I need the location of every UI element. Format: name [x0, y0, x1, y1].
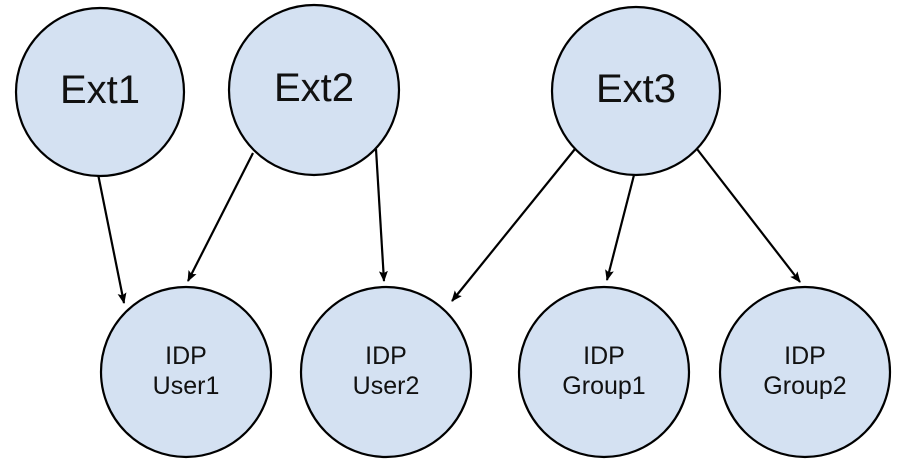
edge-ext1-to-idp-user1 — [96, 173, 127, 304]
node-label-line: User1 — [153, 372, 220, 400]
node-label-ext2: Ext2 — [274, 66, 354, 110]
node-ext2[interactable]: Ext2 — [227, 3, 401, 177]
node-label-line: Group1 — [562, 372, 645, 400]
node-circle-ext3[interactable] — [550, 5, 722, 177]
node-circle-idp-user1[interactable] — [99, 285, 273, 459]
node-label-ext3: Ext3 — [596, 67, 676, 111]
node-label-line: Ext1 — [60, 68, 140, 112]
node-label-line: Ext2 — [274, 66, 354, 110]
edge-ext3-to-idp-user2 — [451, 148, 576, 302]
node-label-line: Ext3 — [596, 67, 676, 111]
edge-ext3-to-idp-group2 — [696, 148, 801, 283]
edge-ext2-to-idp-user2 — [374, 148, 388, 282]
node-circle-idp-user2[interactable] — [299, 285, 473, 459]
node-label-ext1: Ext1 — [60, 68, 140, 112]
node-label-line: IDP — [365, 342, 407, 370]
edges-layer — [96, 148, 801, 304]
node-ext1[interactable]: Ext1 — [14, 6, 186, 178]
node-label-line: User2 — [353, 372, 420, 400]
edge-ext2-to-idp-user1 — [187, 152, 254, 282]
edge-ext3-to-idp-group1 — [605, 174, 636, 281]
node-circle-idp-group1[interactable] — [517, 285, 691, 459]
node-label-line: IDP — [583, 342, 625, 370]
node-label-line: Group2 — [763, 372, 846, 400]
node-label-line: IDP — [784, 342, 826, 370]
node-circle-ext2[interactable] — [227, 3, 401, 177]
node-circle-ext1[interactable] — [14, 6, 186, 178]
node-circle-idp-group2[interactable] — [718, 285, 892, 459]
node-label-line: IDP — [165, 342, 207, 370]
node-ext3[interactable]: Ext3 — [550, 5, 722, 177]
